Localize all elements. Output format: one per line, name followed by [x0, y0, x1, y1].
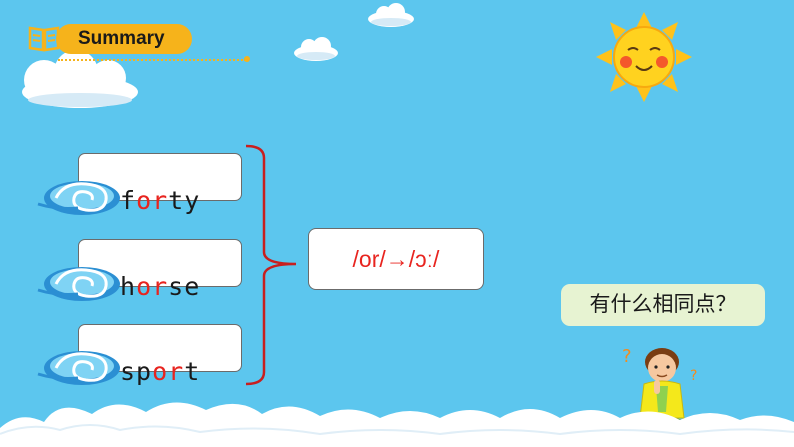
word-box-horse [78, 239, 242, 287]
word-forty: forty [120, 186, 200, 216]
word-suffix: t [184, 357, 201, 386]
cloud-icon [294, 37, 338, 61]
word-highlight: or [152, 357, 185, 386]
swirl-cloud-icon [37, 351, 120, 385]
sun-icon [596, 12, 692, 102]
divider-dot [244, 56, 250, 62]
word-highlight: or [136, 272, 169, 301]
word-horse: horse [120, 272, 200, 302]
question-mark-icon: ? [690, 368, 697, 384]
bracket [245, 144, 297, 386]
word-sport: sport [120, 357, 200, 387]
speech-bubble: 有什么相同点？ [561, 284, 765, 326]
swirl-cloud-icon [37, 267, 120, 301]
word-prefix: f [120, 186, 137, 215]
word-prefix: sp [120, 357, 153, 386]
word-prefix: h [120, 272, 137, 301]
divider [58, 59, 246, 61]
section-title: Summary [56, 24, 192, 54]
word-suffix: se [168, 272, 201, 301]
word-suffix: ty [168, 186, 201, 215]
cloud-icon [368, 3, 414, 27]
cloud-border [0, 402, 794, 447]
swirl-cloud-icon [37, 181, 120, 215]
word-highlight: or [136, 186, 169, 215]
phonics-rule-box: /or/→/ɔː/ [308, 228, 484, 290]
question-mark-icon: ? [622, 346, 632, 367]
cloud-icon [22, 50, 138, 108]
